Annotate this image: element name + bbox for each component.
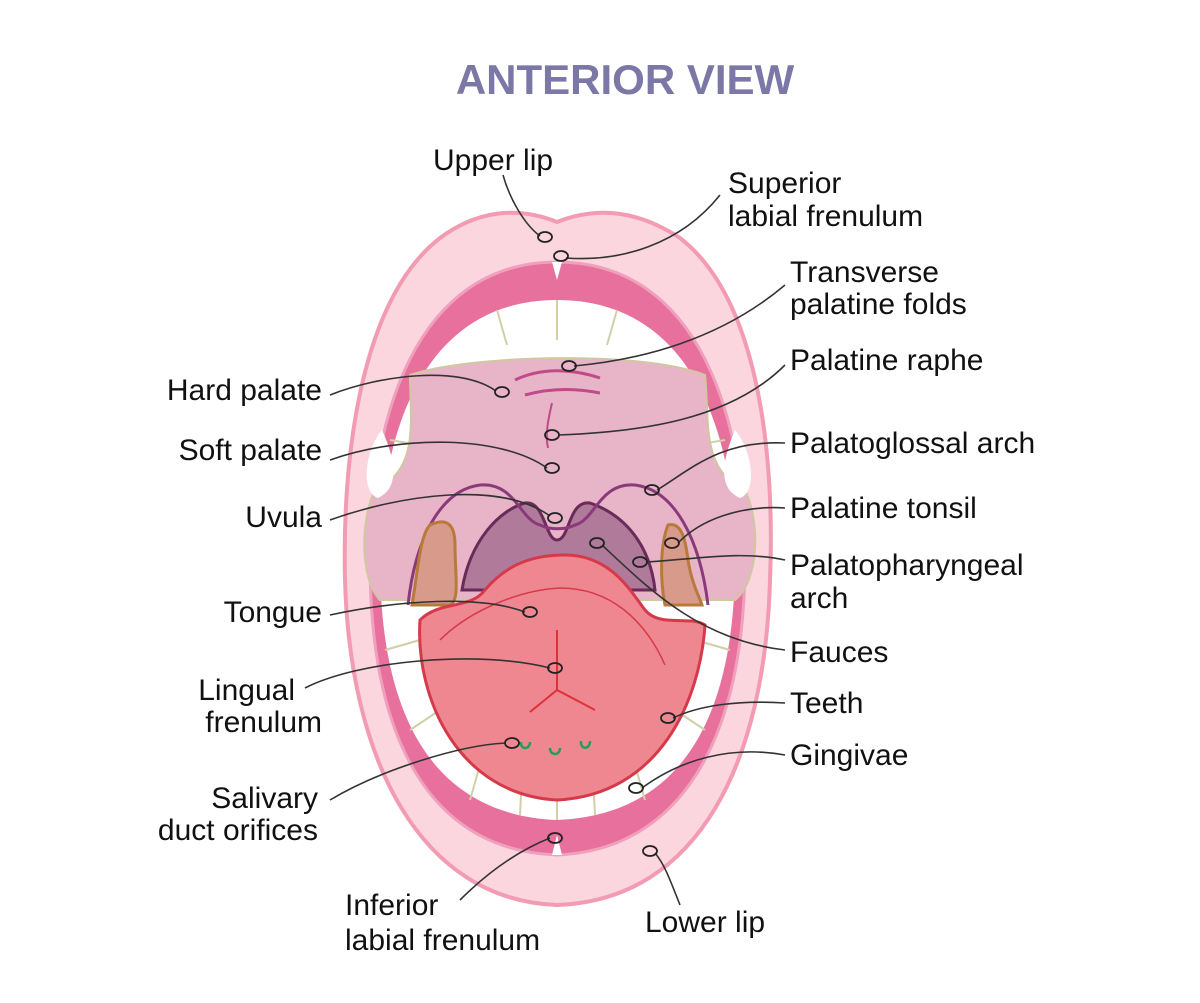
label-palatine-tonsil: Palatine tonsil: [790, 492, 977, 525]
cheek-gap-left: [366, 430, 394, 498]
label-fauces: Fauces: [790, 636, 888, 669]
label-soft-palate: Soft palate: [179, 434, 322, 467]
label-superior-labial-frenulum-1: Superior: [728, 167, 841, 200]
label-tongue: Tongue: [224, 596, 322, 629]
label-inferior-labial-frenulum-2: labial frenulum: [345, 924, 540, 957]
transverse-folds: [514, 369, 601, 397]
inferior-frenulum-notch: [552, 835, 562, 855]
label-palatine-raphe: Palatine raphe: [790, 344, 983, 377]
palatoglossal-arch: [406, 483, 710, 606]
leader-markers: [494, 231, 680, 857]
salivary-orifices: [519, 740, 592, 756]
label-salivary-duct-orifices-1: Salivary: [211, 782, 318, 815]
label-lingual-frenulum-2: frenulum: [205, 706, 322, 739]
mouth-illustration: [342, 210, 773, 908]
label-palatopharyngeal-arch-1: Palatopharyngeal: [790, 549, 1024, 582]
label-hard-palate: Hard palate: [167, 374, 322, 407]
label-transverse-palatine-folds-1: Transverse: [790, 256, 939, 289]
diagram-title: ANTERIOR VIEW: [456, 56, 795, 103]
tongue-groove: [439, 587, 666, 666]
label-palatopharyngeal-arch-2: arch: [790, 582, 848, 615]
superior-frenulum-notch: [552, 262, 562, 280]
palatine-tonsil-right: [660, 523, 704, 607]
label-superior-labial-frenulum-2: labial frenulum: [728, 200, 923, 233]
label-salivary-duct-orifices-2: duct orifices: [158, 814, 318, 847]
label-transverse-palatine-folds-2: palatine folds: [790, 288, 967, 321]
cheek-gap-right: [724, 430, 751, 498]
label-gingivae: Gingivae: [790, 739, 908, 772]
label-inferior-labial-frenulum-1: Inferior: [345, 889, 438, 922]
label-palatoglossal-arch: Palatoglossal arch: [790, 427, 1035, 460]
tongue: [418, 553, 707, 802]
palatine-tonsil-left: [410, 520, 458, 607]
lingual-frenulum-line: [529, 630, 596, 713]
label-upper-lip: Upper lip: [433, 144, 553, 177]
label-lingual-frenulum-1: Lingual: [198, 674, 295, 707]
label-lower-lip: Lower lip: [645, 906, 765, 939]
label-uvula: Uvula: [245, 501, 322, 534]
label-teeth: Teeth: [790, 687, 863, 720]
palatine-raphe-line: [545, 402, 553, 449]
leader-lines: [304, 174, 786, 906]
